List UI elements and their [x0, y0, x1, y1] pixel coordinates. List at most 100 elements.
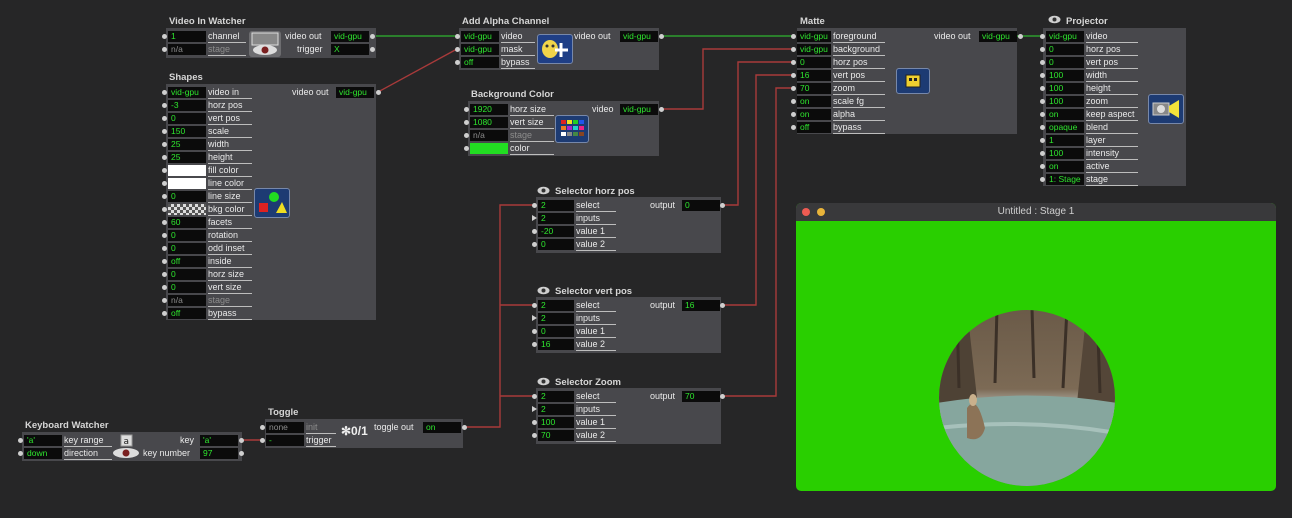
- output-port[interactable]: [370, 47, 375, 52]
- shapes-vert-size-value[interactable]: 0: [168, 282, 206, 293]
- output-port[interactable]: [659, 107, 664, 112]
- output-port[interactable]: [659, 34, 664, 39]
- stage-window[interactable]: Untitled : Stage 1: [796, 203, 1276, 491]
- input-port[interactable]: [791, 34, 796, 39]
- input-port[interactable]: [1040, 112, 1045, 117]
- selector-horz-pos-value-1-value[interactable]: -20: [538, 226, 574, 237]
- projector-width-value[interactable]: 100: [1046, 70, 1084, 81]
- projector-stage-value[interactable]: 1: Stage: [1046, 174, 1084, 185]
- input-port[interactable]: [260, 438, 265, 443]
- shapes-video-in-value[interactable]: vid-gpu: [168, 87, 206, 98]
- input-port[interactable]: [455, 34, 460, 39]
- matte-bypass-value[interactable]: off: [797, 122, 831, 133]
- input-port[interactable]: [1040, 151, 1045, 156]
- input-port[interactable]: [1040, 73, 1045, 78]
- channel-value[interactable]: 1: [168, 31, 206, 42]
- input-port[interactable]: [532, 420, 537, 425]
- input-port[interactable]: [162, 207, 167, 212]
- eye-icon[interactable]: [537, 286, 550, 295]
- input-port[interactable]: [162, 129, 167, 134]
- input-port[interactable]: [532, 242, 537, 247]
- selector-vert-pos-value-2-value[interactable]: 16: [538, 339, 574, 350]
- bg-color-horz-size-value[interactable]: 1920: [470, 104, 508, 115]
- shapes-horz-size-value[interactable]: 0: [168, 269, 206, 280]
- keyboard-direction-value[interactable]: down: [24, 448, 62, 459]
- input-port[interactable]: [532, 433, 537, 438]
- output-port[interactable]: [239, 438, 244, 443]
- output-port[interactable]: [720, 303, 725, 308]
- shapes-line-color-value[interactable]: [168, 178, 206, 189]
- keyboard-key-range-value[interactable]: 'a': [24, 435, 62, 446]
- input-port[interactable]: [532, 229, 537, 234]
- input-port[interactable]: [464, 146, 469, 151]
- matte-zoom-value[interactable]: 70: [797, 83, 831, 94]
- input-port[interactable]: [162, 168, 167, 173]
- input-port[interactable]: [791, 60, 796, 65]
- input-port[interactable]: [464, 133, 469, 138]
- selector-horz-pos-value-2-value[interactable]: 0: [538, 239, 574, 250]
- bg-color-vert-size-value[interactable]: 1080: [470, 117, 508, 128]
- stage-title-bar[interactable]: Untitled : Stage 1: [796, 203, 1276, 221]
- input-port[interactable]: [18, 438, 23, 443]
- shapes-horz-pos-value[interactable]: -3: [168, 100, 206, 111]
- projector-blend-value[interactable]: opaque: [1046, 122, 1084, 133]
- input-port[interactable]: [260, 425, 265, 430]
- input-port[interactable]: [162, 47, 167, 52]
- input-port[interactable]: [162, 155, 167, 160]
- matte-vert-pos-value[interactable]: 16: [797, 70, 831, 81]
- input-port[interactable]: [1040, 60, 1045, 65]
- input-port[interactable]: [162, 285, 167, 290]
- input-port[interactable]: [162, 246, 167, 251]
- input-port[interactable]: [532, 342, 537, 347]
- bg-color-color-value[interactable]: [470, 143, 508, 154]
- output-port[interactable]: [376, 90, 381, 95]
- toggle-trigger-value[interactable]: -: [266, 435, 304, 446]
- input-port[interactable]: [162, 259, 167, 264]
- input-port[interactable]: [1040, 125, 1045, 130]
- selector-vert-pos-inputs-value[interactable]: 2: [538, 313, 574, 324]
- input-port[interactable]: [791, 125, 796, 130]
- matte-foreground-value[interactable]: vid-gpu: [797, 31, 831, 42]
- projector-active-value[interactable]: on: [1046, 161, 1084, 172]
- input-port[interactable]: [162, 194, 167, 199]
- output-port[interactable]: [462, 425, 467, 430]
- shapes-rotation-value[interactable]: 0: [168, 230, 206, 241]
- input-port[interactable]: [162, 233, 167, 238]
- alpha-video-value[interactable]: vid-gpu: [461, 31, 499, 42]
- input-port[interactable]: [532, 203, 537, 208]
- projector-vert-pos-value[interactable]: 0: [1046, 57, 1084, 68]
- toggle-init-value[interactable]: none: [266, 422, 304, 433]
- input-port[interactable]: [532, 406, 537, 412]
- input-port[interactable]: [791, 99, 796, 104]
- projector-keep-aspect-value[interactable]: on: [1046, 109, 1084, 120]
- input-port[interactable]: [455, 47, 460, 52]
- input-port[interactable]: [162, 116, 167, 121]
- projector-video-value[interactable]: vid-gpu: [1046, 31, 1084, 42]
- output-port[interactable]: [720, 394, 725, 399]
- projector-height-value[interactable]: 100: [1046, 83, 1084, 94]
- input-port[interactable]: [1040, 177, 1045, 182]
- matte-horz-pos-value[interactable]: 0: [797, 57, 831, 68]
- shapes-line-size-value[interactable]: 0: [168, 191, 206, 202]
- shapes-width-value[interactable]: 25: [168, 139, 206, 150]
- shapes-inside-value[interactable]: off: [168, 256, 206, 267]
- input-port[interactable]: [162, 311, 167, 316]
- output-port[interactable]: [720, 203, 725, 208]
- input-port[interactable]: [532, 215, 537, 221]
- stage-value[interactable]: n/a: [168, 44, 206, 55]
- output-port[interactable]: [239, 451, 244, 456]
- input-port[interactable]: [162, 181, 167, 186]
- alpha-mask-value[interactable]: vid-gpu: [461, 44, 499, 55]
- alpha-bypass-value[interactable]: off: [461, 57, 499, 68]
- input-port[interactable]: [162, 298, 167, 303]
- selector-horz-pos-inputs-value[interactable]: 2: [538, 213, 574, 224]
- input-port[interactable]: [1040, 164, 1045, 169]
- input-port[interactable]: [1040, 99, 1045, 104]
- shapes-fill-color-value[interactable]: [168, 165, 206, 176]
- input-port[interactable]: [162, 34, 167, 39]
- input-port[interactable]: [1040, 47, 1045, 52]
- input-port[interactable]: [791, 47, 796, 52]
- projector-eye-icon[interactable]: [1048, 15, 1061, 24]
- input-port[interactable]: [791, 73, 796, 78]
- selector-zoom-inputs-value[interactable]: 2: [538, 404, 574, 415]
